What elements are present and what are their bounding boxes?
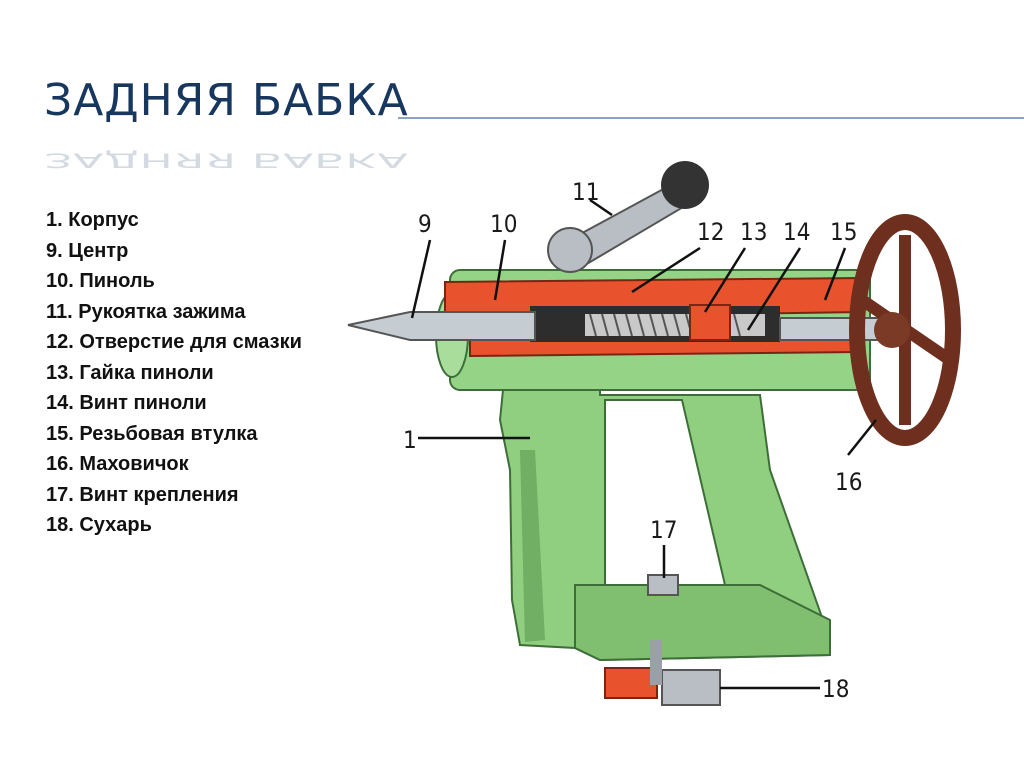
callout-12: 12: [697, 218, 724, 246]
legend-item: 13. Гайка пиноли: [46, 361, 214, 384]
legend-item: 18. Сухарь: [46, 514, 152, 536]
legend-item: 10. Пиноль: [46, 270, 155, 292]
legend-item: 12. Отверстие для смазки: [46, 331, 302, 353]
center-point: [347, 311, 536, 341]
handwheel: [849, 214, 961, 446]
handwheel-hub: [874, 312, 910, 348]
quill-nut: [689, 304, 731, 341]
callout-11: 11: [572, 178, 599, 206]
callout-17: 17: [650, 516, 677, 544]
callout-10: 10: [490, 210, 517, 238]
bolt-stem: [650, 640, 662, 685]
legend-item: 14. Винт пиноли: [46, 392, 207, 414]
legend-item: 16. Маховичок: [46, 453, 189, 475]
callout-1: 1: [403, 426, 417, 454]
body-shadow: [520, 450, 545, 642]
page-title: ЗАДНЯЯ БАБКА: [44, 75, 409, 126]
clamp-handle-base: [547, 227, 593, 273]
clamp-handle-knob: [661, 161, 709, 209]
callout-9: 9: [418, 210, 432, 238]
legend-item: 1. Корпус: [46, 209, 139, 231]
callout-14: 14: [783, 218, 810, 246]
screw-shaft: [779, 317, 891, 341]
title-rule: [398, 117, 1024, 119]
callout-13: 13: [740, 218, 767, 246]
callout-15: 15: [830, 218, 857, 246]
callout-18: 18: [822, 675, 849, 703]
leader-lines: [410, 198, 877, 690]
parts-legend: 1. Корпус 9. Центр 10. Пиноль 11. Рукоят…: [46, 205, 346, 541]
title-block: ЗАДНЯЯ БАБКА ЗАДНЯЯ БАБКА: [44, 75, 409, 172]
body-foot: [574, 584, 831, 662]
clamp-block-right: [661, 669, 721, 706]
legend-item: 9. Центр: [46, 239, 129, 262]
tailstock-diagram: 9 10 11 12 13 14 15 1 16 17 18: [347, 161, 961, 706]
callout-16: 16: [835, 468, 862, 496]
legend-item: 11. Рукоятка зажима: [46, 300, 246, 323]
clamp-block-left: [604, 667, 658, 699]
quill-screw: [585, 313, 765, 337]
legend-item: 15. Резьбовая втулка: [46, 422, 258, 445]
legend-item: 17. Винт крепления: [46, 483, 239, 506]
